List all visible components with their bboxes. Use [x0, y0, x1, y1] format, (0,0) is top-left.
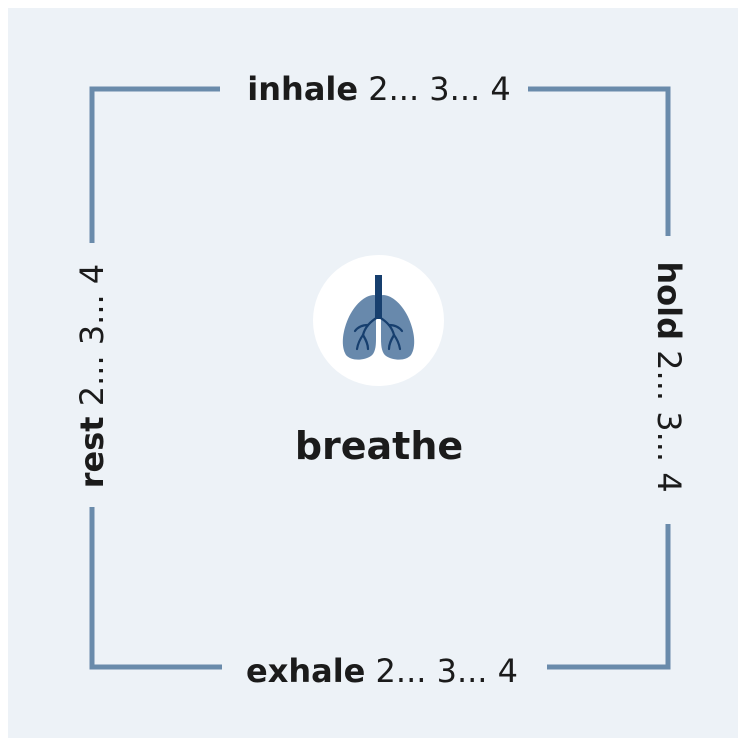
step-count: 2... 3... 4	[73, 263, 111, 407]
frame-bottom-right-segment	[547, 524, 671, 670]
step-count: 2... 3... 4	[650, 350, 688, 493]
frame-bottom-left-segment	[89, 507, 222, 670]
lungs-icon	[342, 275, 415, 360]
step-hold-label: hold 2... 3... 4	[650, 261, 688, 493]
step-word: inhale	[247, 70, 359, 108]
step-word: exhale	[245, 652, 366, 690]
step-count: 2... 3... 4	[375, 652, 519, 690]
lungs-icon-circle	[313, 255, 444, 386]
step-word: hold	[650, 261, 688, 341]
frame-top-left-segment	[89, 86, 220, 243]
step-inhale-label: inhale 2... 3... 4	[247, 73, 510, 105]
step-rest-label: rest 2... 3... 4	[73, 263, 111, 489]
frame-top-right-segment	[528, 86, 671, 236]
center-title: breathe	[294, 424, 464, 468]
step-exhale-label: exhale 2... 3... 4	[246, 655, 518, 687]
step-word: rest	[73, 416, 111, 489]
step-count: 2... 3... 4	[368, 70, 511, 108]
